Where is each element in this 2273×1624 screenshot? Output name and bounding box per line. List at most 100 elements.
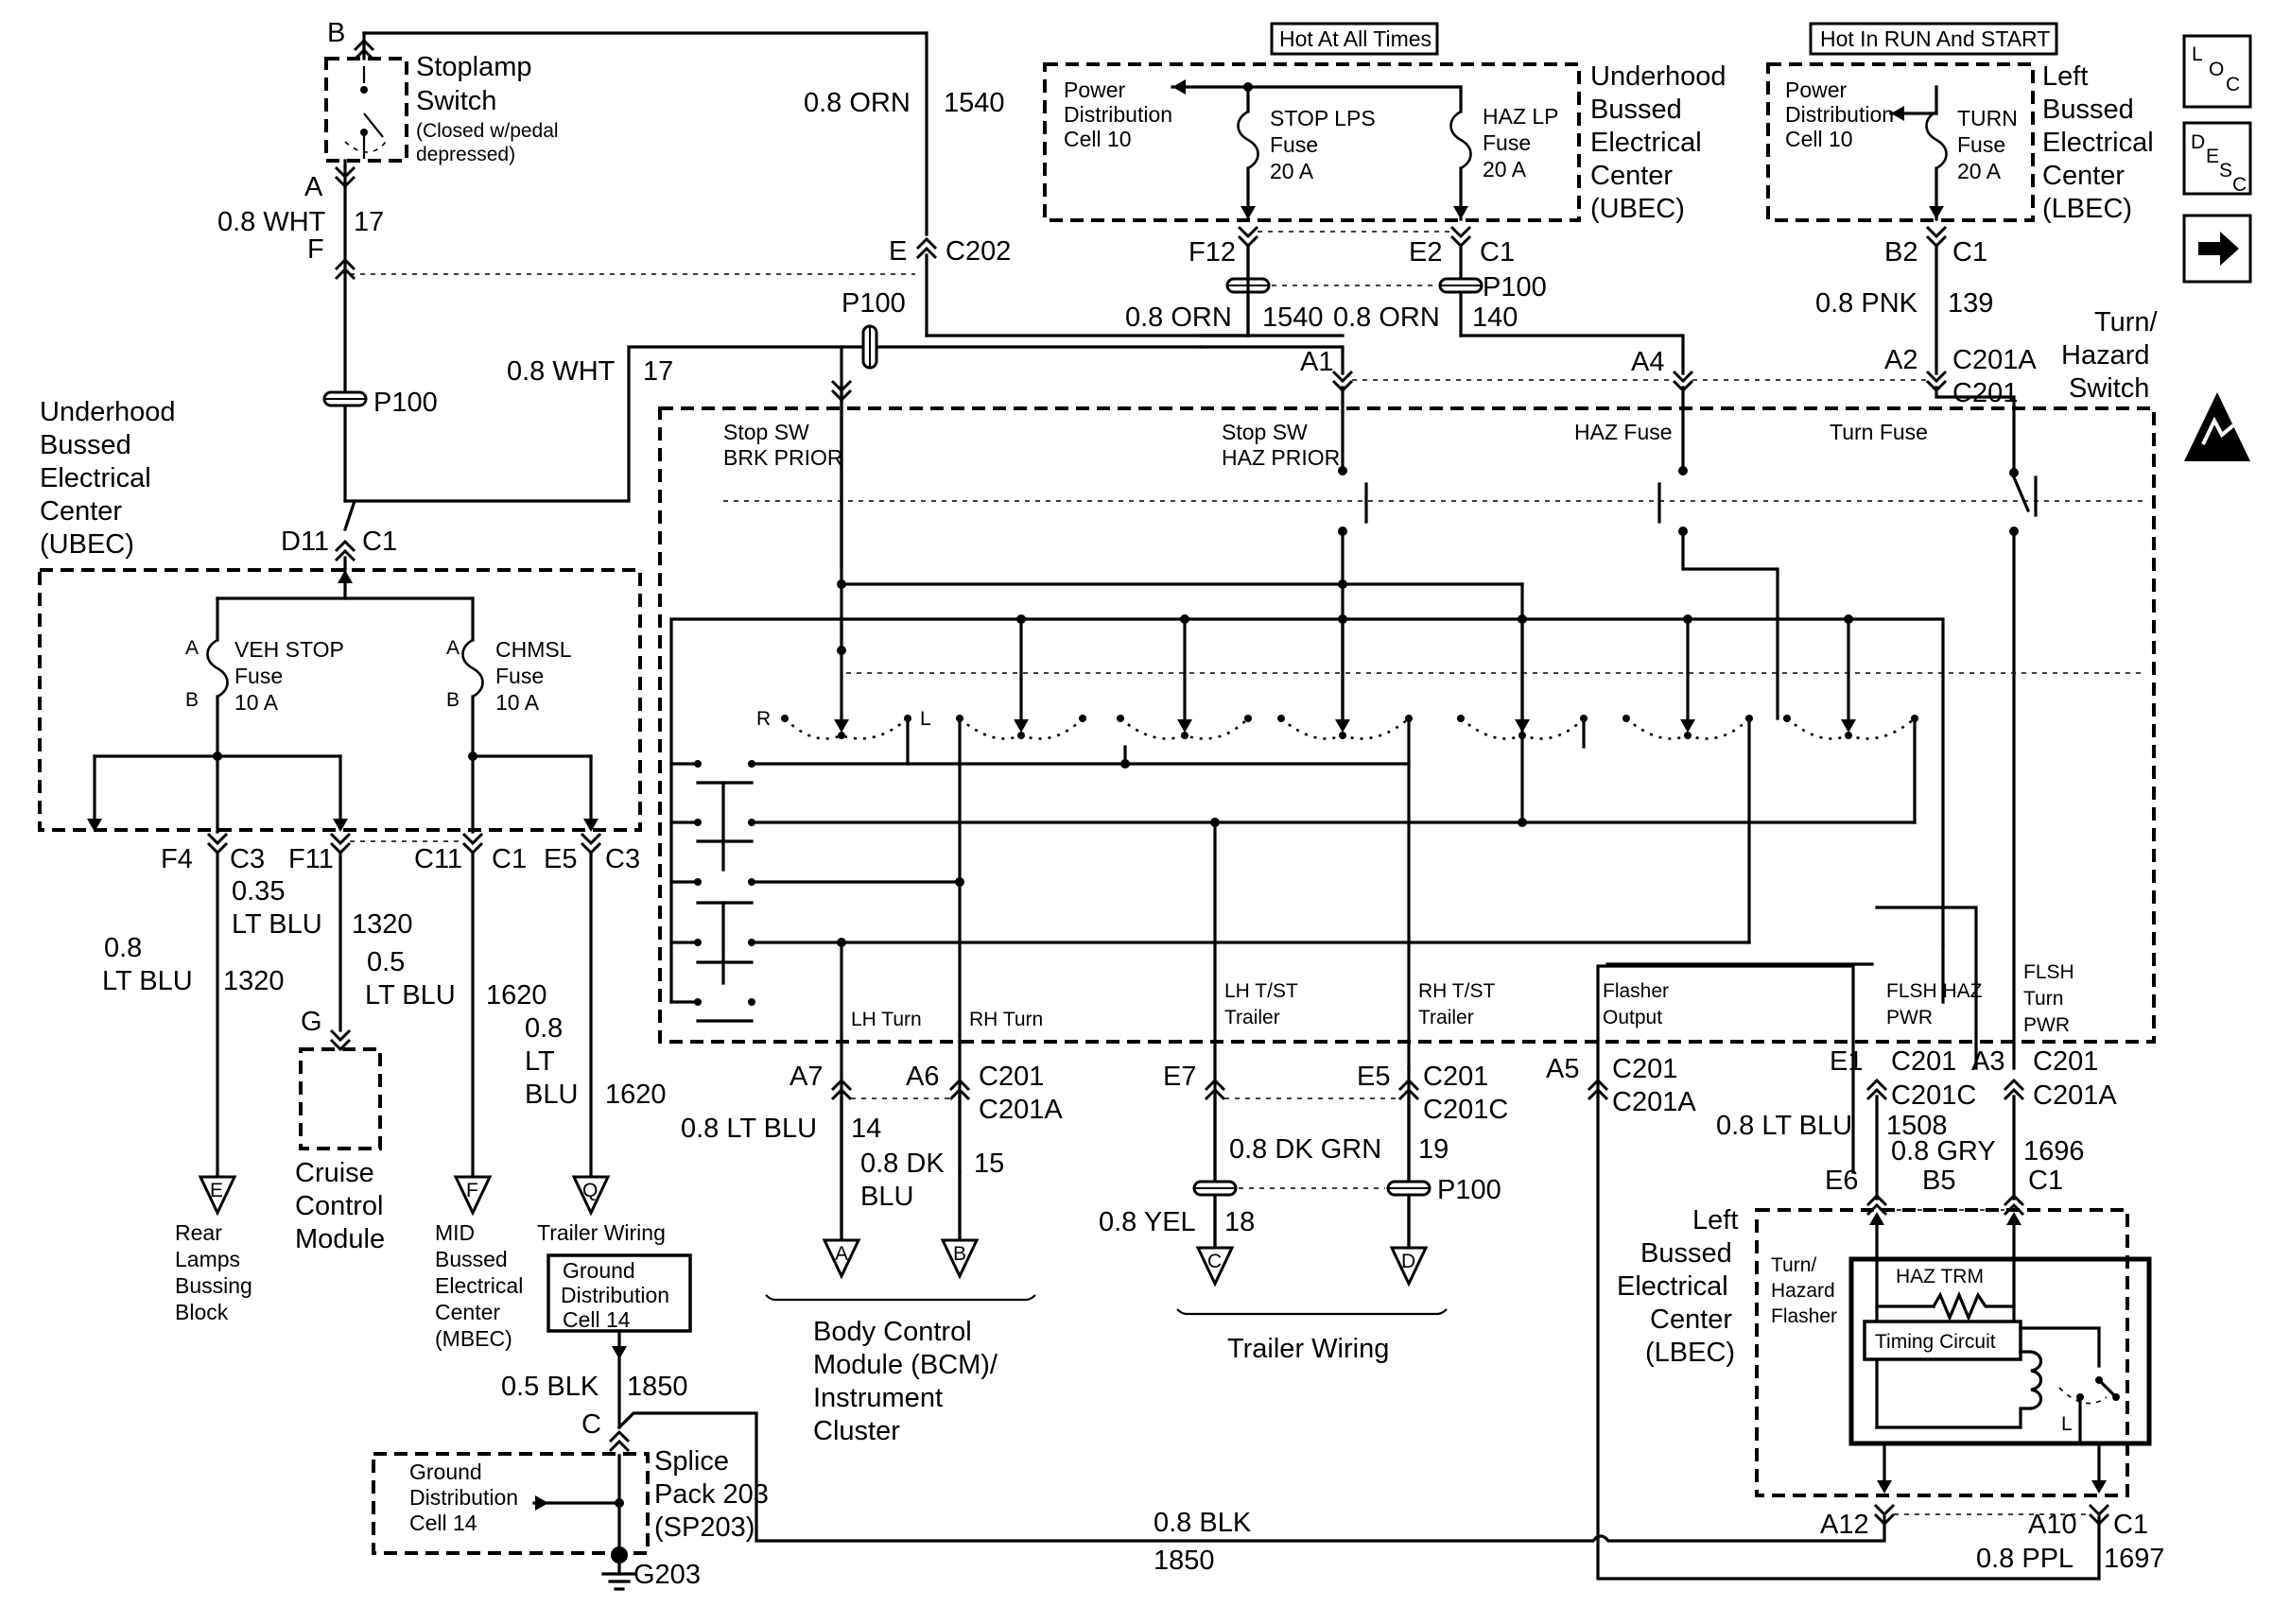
connector-c201-d: C201 — [1612, 1054, 1677, 1084]
ubec-top-label-4: Center — [1590, 161, 1673, 191]
circuit-19: 19 — [1418, 1134, 1449, 1165]
pin-b2: B2 — [1884, 237, 1917, 268]
turn-fuse-label: TURN — [1957, 106, 2018, 130]
pin-e1: E1 — [1830, 1046, 1863, 1077]
connector-c201a-b: C201A — [979, 1095, 1063, 1125]
timing-circuit-label: Timing Circuit — [1875, 1331, 1996, 1353]
connector-c201a: C201A — [1952, 345, 2037, 375]
flsh-haz-pwr-label-2: PWR — [1886, 1007, 1933, 1028]
wire-wht-label-2: 0.8 WHT — [507, 356, 616, 387]
veh-fuse-pin-b: B — [185, 689, 199, 711]
lbec-top-label-4: Center — [2042, 161, 2125, 191]
rh-tst-label-2: Trailer — [1418, 1007, 1474, 1028]
lbec-lower-label: Left — [1692, 1205, 1738, 1235]
pin-c11: C11 — [414, 844, 462, 874]
stop-sw-haz-label: Stop SW — [1222, 420, 1308, 444]
turn-hazard-switch-label-3: Switch — [2069, 373, 2149, 404]
pin-f11: F11 — [288, 844, 334, 874]
pin-d11: D11 — [281, 527, 329, 557]
turn-hazard-flasher-label: Turn/ — [1771, 1254, 1816, 1276]
hot-at-all-times-label: Hot At All Times — [1279, 26, 1431, 51]
circuit-1620-2: 1620 — [605, 1080, 667, 1110]
pin-a5: A5 — [1546, 1054, 1579, 1084]
connector-c201: C201 — [1952, 378, 2018, 408]
turn-fuse-label-switch: Turn Fuse — [1830, 420, 1928, 444]
stoplamp-switch-note-2: depressed) — [416, 144, 515, 165]
rear-lamps-label-2: Lamps — [175, 1247, 240, 1271]
pin-e7: E7 — [1163, 1062, 1196, 1092]
circuit-1540: 1540 — [944, 88, 1005, 118]
lh-tst-label: LH T/ST — [1224, 980, 1298, 1002]
pin-e5: E5 — [544, 844, 577, 874]
location-icon-c: C — [2226, 74, 2240, 95]
wire-ltblu-08-label-2: 0.8 LT BLU — [1716, 1111, 1852, 1141]
lh-turn-label: LH Turn — [851, 1009, 922, 1030]
stoplamp-switch-label: Stoplamp — [416, 52, 532, 82]
haz-lp-fuse-rating: 20 A — [1483, 157, 1527, 181]
connector-c3: C3 — [230, 844, 265, 874]
power-distribution-label-3: Cell 10 — [1064, 127, 1132, 151]
ubec-label: Underhood — [40, 397, 176, 427]
chmsl-fuse-pin-b: B — [446, 689, 460, 711]
lbec-lower-label-2: Bussed — [1640, 1238, 1732, 1269]
wire-ltblu-label-3: LT BLU — [365, 980, 456, 1011]
pin-a1: A1 — [1300, 347, 1333, 377]
stop-lps-fuse-rating: 20 A — [1270, 159, 1314, 183]
connector-c1-c: C1 — [1480, 237, 1515, 268]
pin-b: B — [327, 18, 345, 48]
connector-p100-left: P100 — [373, 388, 438, 418]
description-icon[interactable] — [2182, 121, 2252, 196]
chmsl-fuse-label: CHMSL — [495, 637, 572, 662]
pin-a4: A4 — [1631, 347, 1664, 377]
power-distribution-label-2: Distribution — [1064, 102, 1172, 127]
rh-turn-label: RH Turn — [969, 1009, 1043, 1030]
circuit-15: 15 — [974, 1149, 1004, 1179]
wire-gry-label: 0.8 GRY — [1891, 1136, 1996, 1166]
stop-lps-fuse-label-2: Fuse — [1270, 132, 1318, 157]
splice-pack-box — [372, 1452, 650, 1555]
ubec-label-5: (UBEC) — [40, 529, 134, 560]
wire-gauge-08: 0.8 — [104, 933, 142, 963]
pin-g: G — [301, 1007, 322, 1037]
bcm-label-4: Cluster — [813, 1416, 900, 1446]
flasher-position-l: L — [2061, 1413, 2073, 1435]
ubec-top-label-5: (UBEC) — [1590, 194, 1685, 224]
connector-p100-mid: P100 — [842, 288, 906, 319]
location-icon[interactable] — [2182, 34, 2252, 109]
rear-lamps-label-4: Block — [175, 1300, 229, 1324]
ref-e: E — [210, 1180, 223, 1201]
pin-a12: A12 — [1820, 1510, 1869, 1540]
turn-hazard-flasher-label-2: Hazard — [1771, 1280, 1835, 1302]
connector-c201-c: C201 — [1423, 1062, 1488, 1092]
chmsl-fuse-pin-a: A — [446, 637, 460, 659]
lh-tst-label-2: Trailer — [1224, 1007, 1280, 1028]
hot-in-run-box — [1809, 22, 2058, 56]
wire-yel-label: 0.8 YEL — [1099, 1207, 1196, 1237]
wire-orn-label-2: 0.8 ORN — [1125, 302, 1232, 333]
connector-c201c: C201C — [1423, 1095, 1508, 1125]
circuit-1320: 1320 — [352, 909, 413, 940]
wire-gauge-05: 0.5 — [367, 947, 405, 977]
pin-e2: E2 — [1409, 237, 1442, 268]
connector-c1: C1 — [362, 527, 397, 557]
circuit-1620: 1620 — [486, 980, 547, 1011]
splice-ground-label-3: Cell 14 — [409, 1511, 477, 1535]
turn-hazard-flasher-box — [1848, 1256, 2152, 1446]
pin-a3: A3 — [1971, 1046, 2004, 1077]
wire-dkgrn-label: 0.8 DK GRN — [1229, 1134, 1381, 1165]
flsh-turn-pwr-label-2: Turn — [2023, 988, 2063, 1010]
arrow-right-icon — [2198, 232, 2239, 266]
description-icon-d: D — [2191, 131, 2205, 153]
bcm-label-2: Module (BCM)/ — [813, 1350, 998, 1380]
ubec-label-2: Bussed — [40, 430, 131, 460]
description-icon-s: S — [2219, 160, 2232, 181]
flasher-output-label: Flasher — [1603, 980, 1669, 1002]
stoplamp-switch-note: (Closed w/pedal — [416, 120, 559, 142]
ref-f: F — [466, 1180, 478, 1201]
lbec-box-top — [1766, 62, 2035, 222]
connector-c201c-b: C201C — [1891, 1080, 1976, 1111]
ref-d: D — [1401, 1251, 1415, 1272]
pin-a6: A6 — [906, 1062, 939, 1092]
splice-pack-label: Splice — [654, 1446, 729, 1477]
stop-sw-brk-label: Stop SW — [723, 420, 809, 444]
